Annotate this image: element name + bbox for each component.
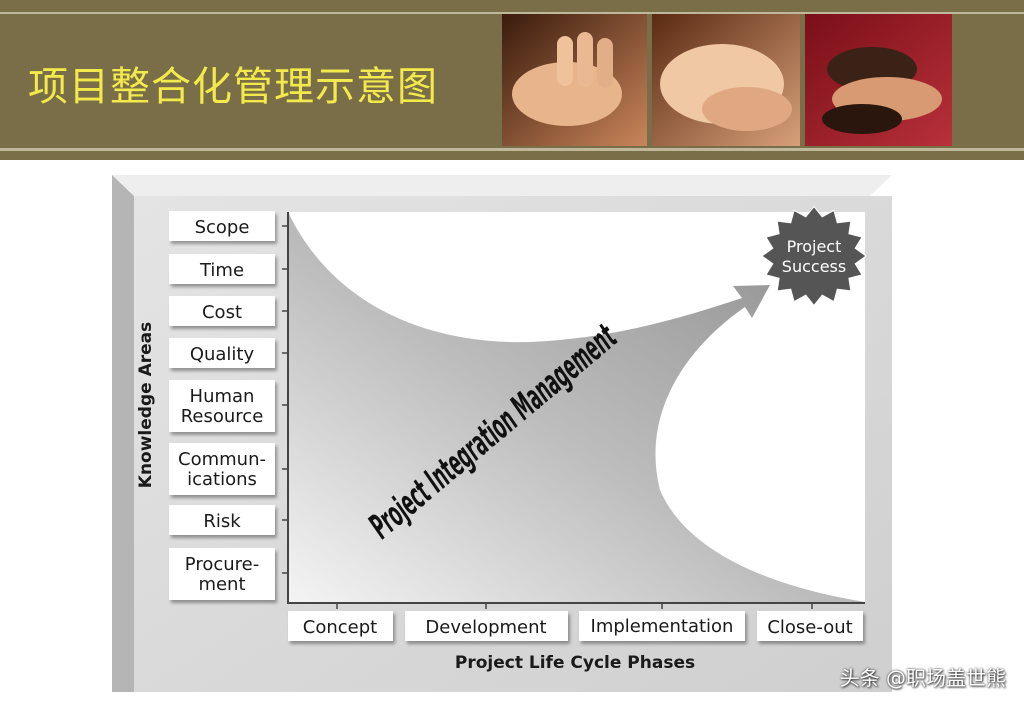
ka-quality-label: Quality (190, 344, 255, 365)
knowledge-area-list: Scope Time Cost Quality Human Resource C… (169, 211, 275, 600)
slide-title: 项目整合化管理示意图 (28, 64, 438, 110)
badge-line2: Success (782, 257, 846, 276)
phase-development: Development (405, 611, 568, 641)
header-banner: 项目整合化管理示意图 (0, 0, 1024, 160)
ka-communications-line1: Commun- (178, 449, 266, 470)
integration-arrow (288, 212, 865, 602)
phase-concept-label: Concept (303, 617, 377, 638)
y-axis-title: Knowledge Areas (136, 322, 156, 488)
phase-close-out-label: Close-out (767, 617, 852, 638)
ka-communications-line2: ications (187, 469, 257, 490)
ka-cost: Cost (169, 296, 275, 326)
ka-cost-label: Cost (202, 302, 242, 323)
ka-human-resource-line1: Human (190, 386, 255, 407)
box-left-face (112, 175, 134, 692)
ka-procurement-line1: Procure- (185, 554, 259, 575)
box-top-face (112, 175, 892, 196)
hands-photo-1 (502, 14, 647, 146)
hands-photo-strip (502, 14, 952, 146)
project-success-badge: Project Success (761, 205, 867, 307)
ka-time-label: Time (199, 260, 244, 281)
x-axis-title: Project Life Cycle Phases (455, 653, 695, 673)
watermark-text: 头条 @职场盖世熊 (839, 666, 1006, 690)
ka-procurement-line2: ment (198, 574, 245, 595)
ka-scope: Scope (169, 211, 275, 241)
ka-quality: Quality (169, 338, 275, 368)
hands-photo-3 (805, 14, 952, 146)
header-bottom-rule (0, 148, 1024, 151)
ka-human-resource: Human Resource (169, 380, 275, 432)
ka-communications: Commun- ications (169, 443, 275, 495)
hands-photo-2 (652, 14, 800, 146)
phase-close-out: Close-out (757, 611, 863, 641)
badge-line1: Project (787, 237, 842, 256)
phase-implementation-label: Implementation (591, 616, 734, 637)
phase-list: Concept Development Implementation Close… (288, 611, 863, 641)
ka-risk-label: Risk (203, 511, 241, 532)
ka-procurement: Procure- ment (169, 548, 275, 600)
ka-time: Time (169, 254, 275, 284)
ka-scope-label: Scope (195, 217, 250, 238)
phase-implementation: Implementation (579, 611, 745, 641)
y-axis-ticks (282, 225, 288, 574)
phase-development-label: Development (425, 617, 546, 638)
x-axis-ticks (336, 603, 813, 609)
ka-human-resource-line2: Resource (181, 406, 264, 427)
phase-concept: Concept (288, 611, 393, 641)
header-top-rule (0, 12, 1024, 14)
ka-risk: Risk (169, 505, 275, 535)
